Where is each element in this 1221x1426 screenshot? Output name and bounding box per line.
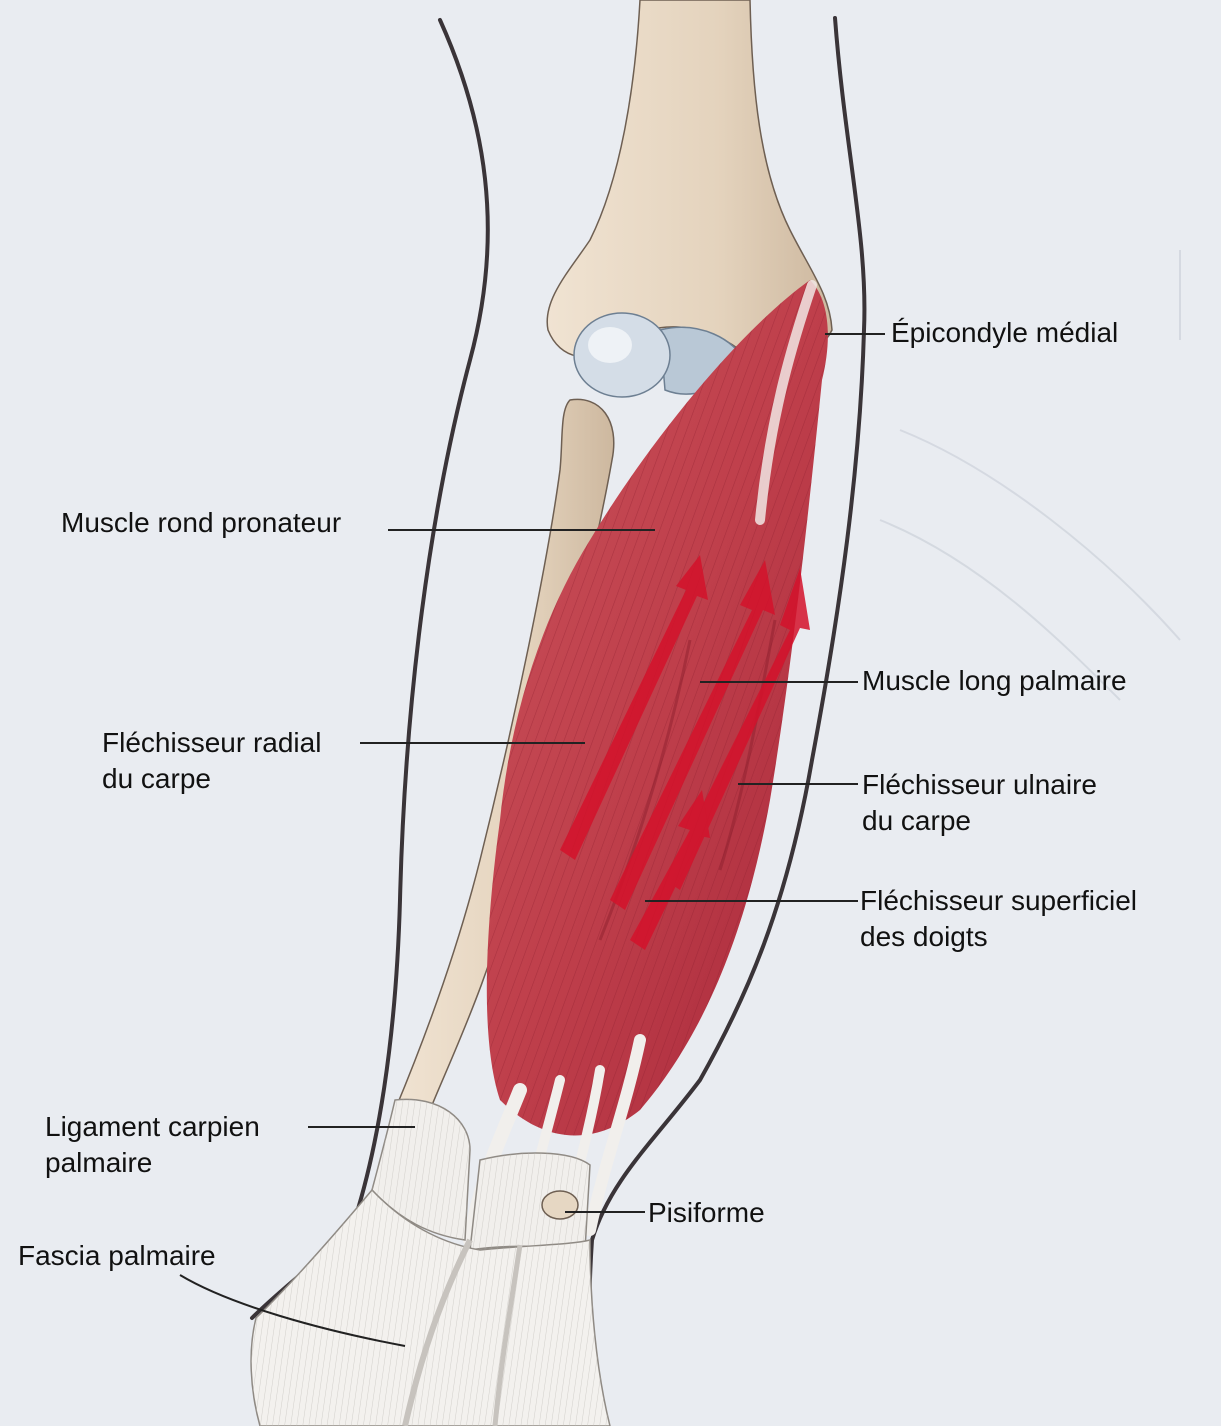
label-epicondyle-medial: Épicondyle médial [891, 315, 1118, 351]
label-pisiforme: Pisiforme [648, 1195, 765, 1231]
label-ligament-line2: palmaire [45, 1145, 260, 1181]
label-fascia-palmaire: Fascia palmaire [18, 1238, 216, 1274]
label-flechisseur-superficiel: Fléchisseur superficiel des doigts [860, 883, 1137, 955]
label-fds-line2: des doigts [860, 919, 1137, 955]
label-fds-line1: Fléchisseur superficiel [860, 883, 1137, 919]
label-muscle-rond-pronateur: Muscle rond pronateur [61, 505, 341, 541]
pisiform-bone [542, 1191, 578, 1219]
label-fcu-line1: Fléchisseur ulnaire [862, 767, 1097, 803]
label-fcu-line2: du carpe [862, 803, 1097, 839]
label-flechisseur-ulnaire: Fléchisseur ulnaire du carpe [862, 767, 1097, 839]
label-flechisseur-radial: Fléchisseur radial du carpe [102, 725, 321, 797]
label-fcr-line1: Fléchisseur radial [102, 725, 321, 761]
label-ligament-carpien: Ligament carpien palmaire [45, 1109, 260, 1181]
flexor-muscle-mass [487, 280, 828, 1135]
label-muscle-long-palmaire: Muscle long palmaire [862, 663, 1127, 699]
label-ligament-line1: Ligament carpien [45, 1109, 260, 1145]
label-fcr-line2: du carpe [102, 761, 321, 797]
